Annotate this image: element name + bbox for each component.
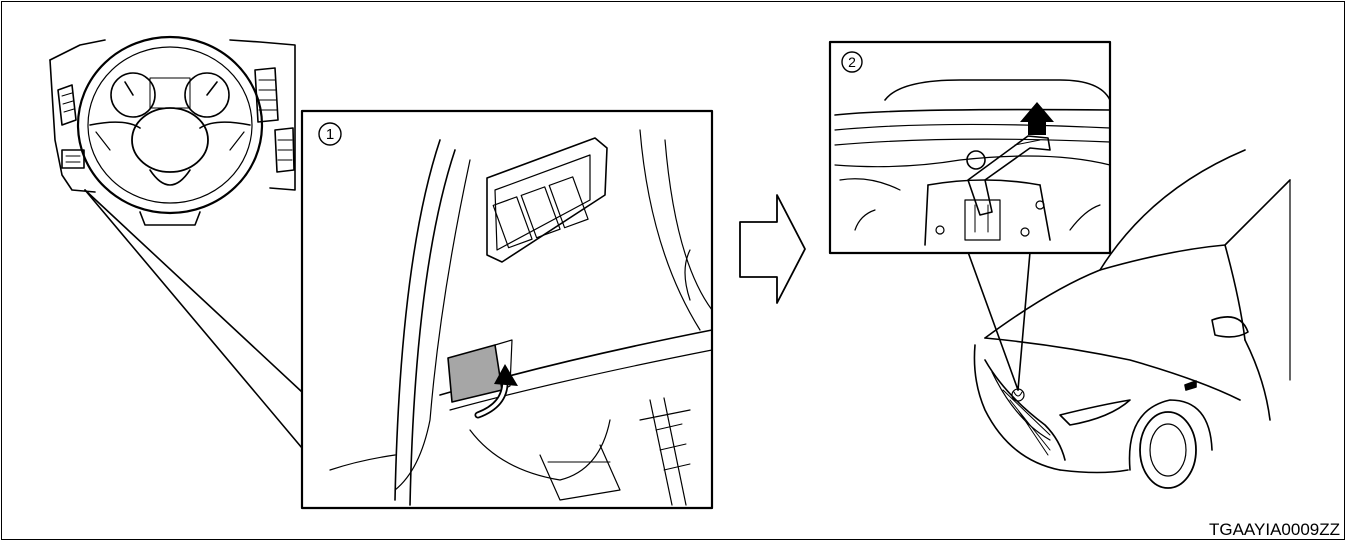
figure-code: TGAAYIA0009ZZ (1209, 520, 1340, 540)
step-2-label: 2 (848, 54, 856, 70)
dashboard-overview (50, 37, 295, 225)
step-arrow (740, 195, 805, 303)
panel-2: 2 (830, 42, 1110, 253)
panel-1: 1 (302, 111, 712, 508)
callout-lines-1 (85, 190, 302, 448)
callout-lines-2 (968, 252, 1030, 390)
step-1-label: 1 (326, 126, 334, 143)
